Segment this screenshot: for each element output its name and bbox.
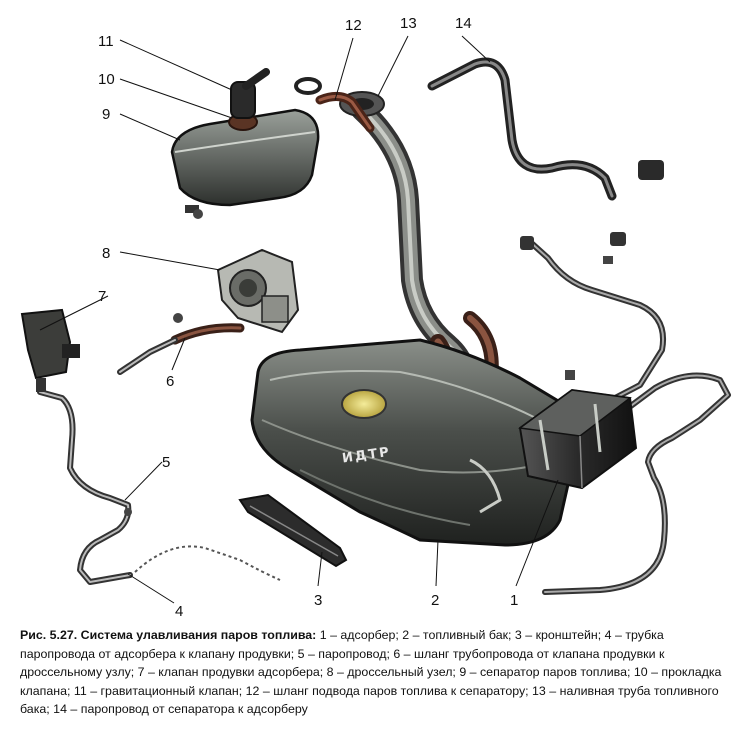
watermark-text: ИДТР	[341, 445, 391, 467]
fasteners	[124, 209, 203, 516]
caption-title: Рис. 5.27. Система улавливания паров топ…	[20, 628, 317, 642]
throttle-body-8	[216, 248, 300, 334]
bracket-3	[238, 493, 348, 568]
purge-tube-4	[134, 545, 281, 581]
callout-8: 8	[102, 245, 110, 262]
hose-6	[117, 323, 245, 375]
vapor-line-14	[427, 57, 617, 201]
callout-4: 4	[175, 603, 183, 620]
figure-caption: Рис. 5.27. Система улавливания паров топ…	[20, 626, 738, 719]
callout-9: 9	[102, 106, 110, 123]
callout-labels: 11 10 9 8 7 6 5 4 3 2 1 12 13 14	[98, 15, 518, 620]
callout-5: 5	[162, 454, 170, 471]
callout-1: 1	[510, 592, 518, 609]
caption-legend: 1 – адсорбер; 2 – топливный бак; 3 – кро…	[20, 628, 722, 716]
leader-lines	[39, 35, 559, 604]
adsorber-canister-1	[518, 388, 638, 490]
callout-14: 14	[455, 15, 472, 32]
purge-lines-right	[525, 237, 731, 595]
callout-3: 3	[314, 592, 322, 609]
vapor-line-5	[37, 389, 133, 585]
purge-valve-7	[20, 308, 80, 392]
fuel-pump-cap	[341, 389, 387, 419]
clip-brackets-right	[520, 160, 664, 380]
callout-2: 2	[431, 592, 439, 609]
hose-12	[315, 92, 375, 133]
fuel-vapor-system-diagram: ИДТР	[20, 15, 731, 620]
callout-12: 12	[345, 17, 362, 34]
callout-13: 13	[400, 15, 417, 32]
callout-11: 11	[98, 33, 114, 50]
clip-12	[294, 77, 322, 95]
callout-6: 6	[166, 373, 174, 390]
callout-7: 7	[98, 288, 106, 305]
callout-10: 10	[98, 71, 115, 88]
fuel-tank-2	[250, 338, 580, 547]
gravity-valve-11	[230, 68, 270, 119]
separator-9	[170, 108, 320, 213]
